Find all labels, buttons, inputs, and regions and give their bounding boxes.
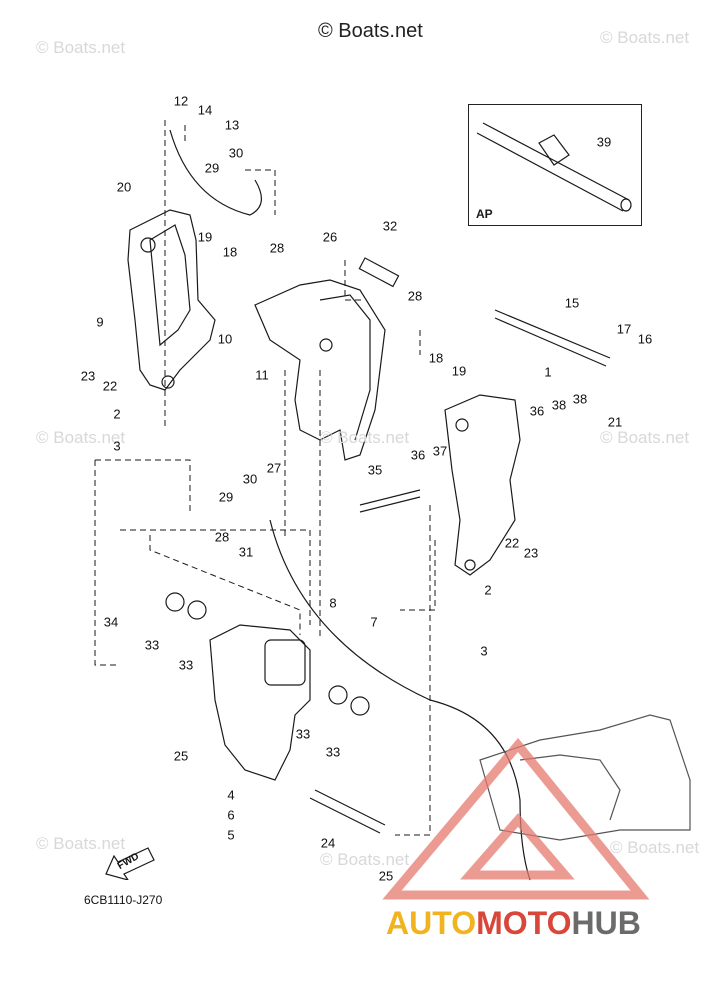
callout: 16 [637,331,653,347]
callout: 37 [432,443,448,459]
callout: 28 [214,529,230,545]
ap-inset-box [468,104,642,226]
callout: 33 [144,637,160,653]
logo-triangle [382,737,650,900]
callout: 23 [523,545,539,561]
callout: 18 [222,244,238,260]
watermark: © Boats.net [600,28,690,47]
callout: 26 [322,229,338,245]
callout: 29 [204,160,220,176]
callout: 34 [103,614,119,630]
fwd-arrow-icon [105,847,155,880]
callout: 28 [269,240,285,256]
right-bracket-1 [444,394,521,576]
shaft-24 [309,789,386,834]
callout: 23 [80,368,96,384]
callout: 22 [102,378,118,394]
callout: 35 [367,462,383,478]
callout: 30 [242,471,258,487]
callout: 12 [173,93,189,109]
callout: 3 [113,438,121,454]
callout: 25 [173,748,189,764]
watermark: © Boats.net [600,428,690,447]
callout: 24 [320,835,336,851]
callout: 10 [217,331,233,347]
tilt-cylinder [209,624,311,781]
callout: 14 [197,102,213,118]
pipe-drawing [476,122,632,212]
callout: 33 [325,744,341,760]
brand-part1: AUTO [386,905,477,941]
callout: 38 [551,397,567,413]
brand-logo: AUTOMOTOHUB [386,905,641,942]
callout: 1 [544,364,552,380]
callout: 21 [607,414,623,430]
callout: 3 [480,643,488,659]
callout: 19 [197,229,213,245]
watermark: © Boats.net [36,38,126,57]
brand-part3: HUB [571,905,641,941]
callout: 20 [116,179,132,195]
callout: 9 [96,314,104,330]
callout: 5 [227,827,235,843]
callout: 6 [227,807,235,823]
callout: 33 [295,726,311,742]
callout: 36 [410,447,426,463]
watermark: © Boats.net [610,838,700,857]
callout: 11 [255,367,269,383]
diagram-code: 6CB1110-J270 [84,893,163,907]
callout: 38 [572,391,588,407]
callout: 29 [218,489,234,505]
callout-39: 39 [596,134,612,150]
callout: 32 [382,218,398,234]
watermark: © Boats.net [320,850,410,869]
callout: 2 [113,406,121,422]
watermark: © Boats.net [320,428,410,447]
callout: 25 [378,868,394,884]
copyright: © Boats.net [318,20,423,42]
callout: 18 [428,350,444,366]
callout: 4 [227,787,235,803]
tilt-tube-15 [494,309,611,367]
ap-label: AP [476,207,493,221]
callout: 36 [529,403,545,419]
callout: 8 [329,595,337,611]
callout: 28 [407,288,423,304]
callout: 13 [224,117,240,133]
watermark: © Boats.net [36,834,126,853]
callout: 22 [504,535,520,551]
callout: 27 [266,460,282,476]
callout: 19 [451,363,467,379]
callout: 17 [616,321,632,337]
callout: 31 [238,544,254,560]
callout: 7 [370,614,378,630]
callout: 15 [564,295,580,311]
brand-part2: MOTO [476,905,572,941]
callout: 30 [228,145,244,161]
callout: 2 [484,582,492,598]
callout: 33 [178,657,194,673]
watermark: © Boats.net [36,428,126,447]
left-bracket-9 [127,209,216,391]
